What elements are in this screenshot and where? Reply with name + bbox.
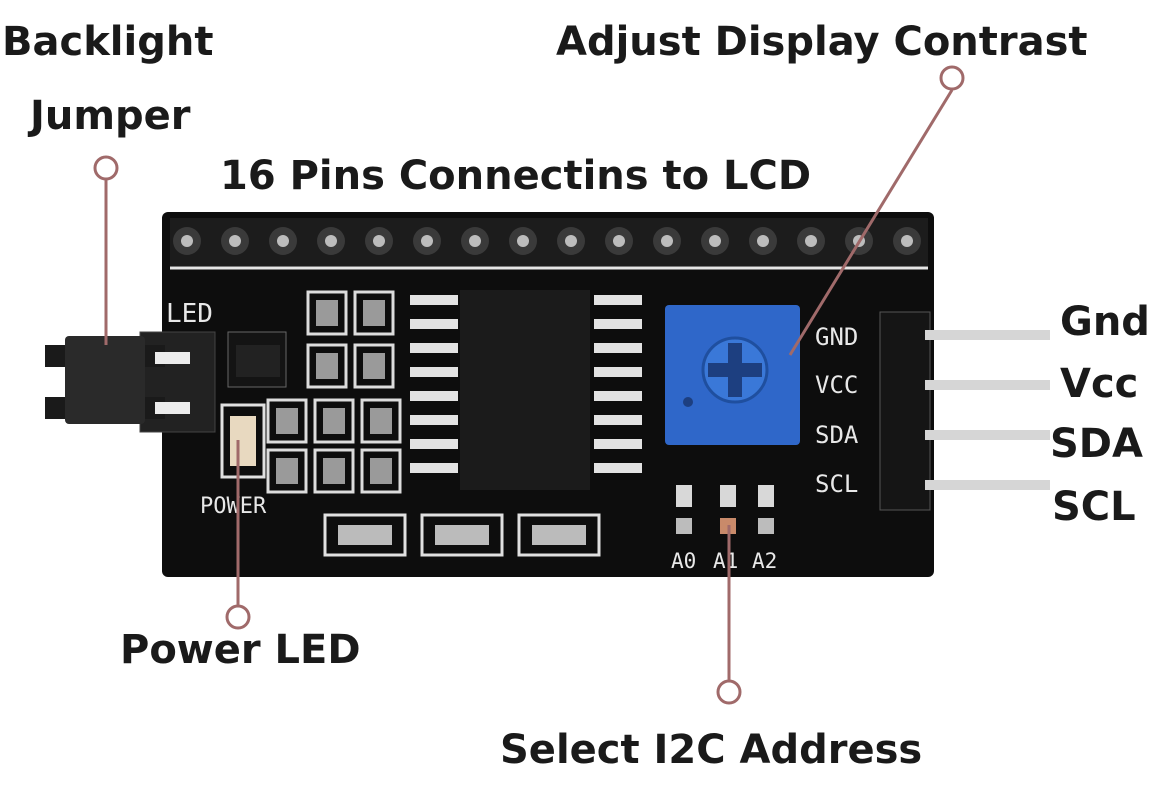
smd-body: [316, 300, 338, 326]
chip-leg: [410, 343, 458, 353]
lcd-16-pin-row: [173, 227, 921, 255]
lcd-pin-solder: [229, 235, 241, 247]
chip-leg: [410, 295, 458, 305]
smd-components: [266, 290, 402, 494]
lcd-pin-solder: [277, 235, 289, 247]
backlight-jumper: [45, 331, 216, 433]
transistor: [227, 331, 287, 388]
lcd-pin-solder: [469, 235, 481, 247]
chip-leg: [410, 319, 458, 329]
leader-dot-power: [225, 604, 251, 630]
lcd-pin-solder: [421, 235, 433, 247]
chip-leg: [594, 319, 642, 329]
contrast-potentiometer: [665, 305, 800, 445]
pcf8574-chip: [410, 290, 642, 490]
smd-body: [276, 458, 298, 484]
smd-body: [370, 408, 392, 434]
smd-outline: [360, 448, 402, 494]
label-vcc: Vcc: [1060, 361, 1139, 407]
smd-outline: [353, 343, 395, 389]
callout-backlight-jumper-line2: Jumper: [30, 93, 191, 139]
lcd-pin-solder: [517, 235, 529, 247]
smd-outline: [266, 398, 308, 444]
callout-power-led: Power LED: [120, 627, 361, 673]
smd-outline: [360, 398, 402, 444]
smd-body: [363, 353, 385, 379]
callout-adjust-contrast: Adjust Display Contrast: [556, 19, 1088, 65]
silk-a1: A1: [713, 549, 738, 573]
smd-outline: [306, 343, 348, 389]
smd-outline: [313, 448, 355, 494]
silk-a2: A2: [752, 549, 777, 573]
chip-leg: [594, 343, 642, 353]
smd-body: [363, 300, 385, 326]
lcd-pin-solder: [325, 235, 337, 247]
leader-dot-i2c: [716, 679, 742, 705]
lcd-pin-solder: [661, 235, 673, 247]
smd-body: [316, 353, 338, 379]
silk-led: LED: [166, 299, 213, 329]
lcd-pin-solder: [757, 235, 769, 247]
chip-legs-left: [410, 295, 458, 473]
smd-outline: [313, 398, 355, 444]
smd-outline: [353, 290, 395, 336]
chip-leg: [410, 415, 458, 425]
chip-leg: [410, 391, 458, 401]
leader-dot-contrast: [939, 65, 965, 91]
chip-leg: [410, 439, 458, 449]
lcd-pin-solder: [373, 235, 385, 247]
leader-dot-backlight: [93, 155, 119, 181]
chip-leg: [410, 463, 458, 473]
callout-backlight-jumper-line1: Backlight: [2, 19, 214, 65]
callout-16-pins: 16 Pins Connectins to LCD: [220, 153, 812, 199]
lcd-pin-solder: [181, 235, 193, 247]
silk-scl: SCL: [815, 470, 858, 498]
label-gnd: Gnd: [1060, 299, 1150, 345]
chip-legs-right: [594, 295, 642, 473]
smd-body: [276, 408, 298, 434]
leader-lines: [93, 65, 965, 705]
smd-outline: [306, 290, 348, 336]
chip-leg: [410, 367, 458, 377]
bottom-resistors: [323, 513, 601, 557]
lcd-pin-solder: [709, 235, 721, 247]
label-sda: SDA: [1050, 421, 1143, 467]
chip-leg: [594, 439, 642, 449]
i2c-pin-header: [879, 311, 1050, 511]
leader-contrast: [788, 89, 954, 356]
silk-vcc: VCC: [815, 371, 858, 399]
silk-power: POWER: [200, 494, 267, 519]
power-led: [220, 403, 266, 479]
silk-gnd: GND: [815, 323, 858, 351]
lcd-pin-solder: [613, 235, 625, 247]
silk-a0: A0: [671, 549, 696, 573]
silk-sda: SDA: [815, 421, 859, 449]
callout-select-i2c: Select I2C Address: [500, 727, 923, 773]
chip-leg: [594, 415, 642, 425]
smd-body: [323, 408, 345, 434]
lcd-pin-solder: [901, 235, 913, 247]
lcd-pin-solder: [805, 235, 817, 247]
lcd-pin-solder: [565, 235, 577, 247]
smd-body: [370, 458, 392, 484]
chip-leg: [594, 295, 642, 305]
chip-leg: [594, 463, 642, 473]
smd-outline: [266, 448, 308, 494]
chip-leg: [594, 391, 642, 401]
chip-leg: [594, 367, 642, 377]
label-scl: SCL: [1052, 484, 1136, 530]
smd-body: [323, 458, 345, 484]
